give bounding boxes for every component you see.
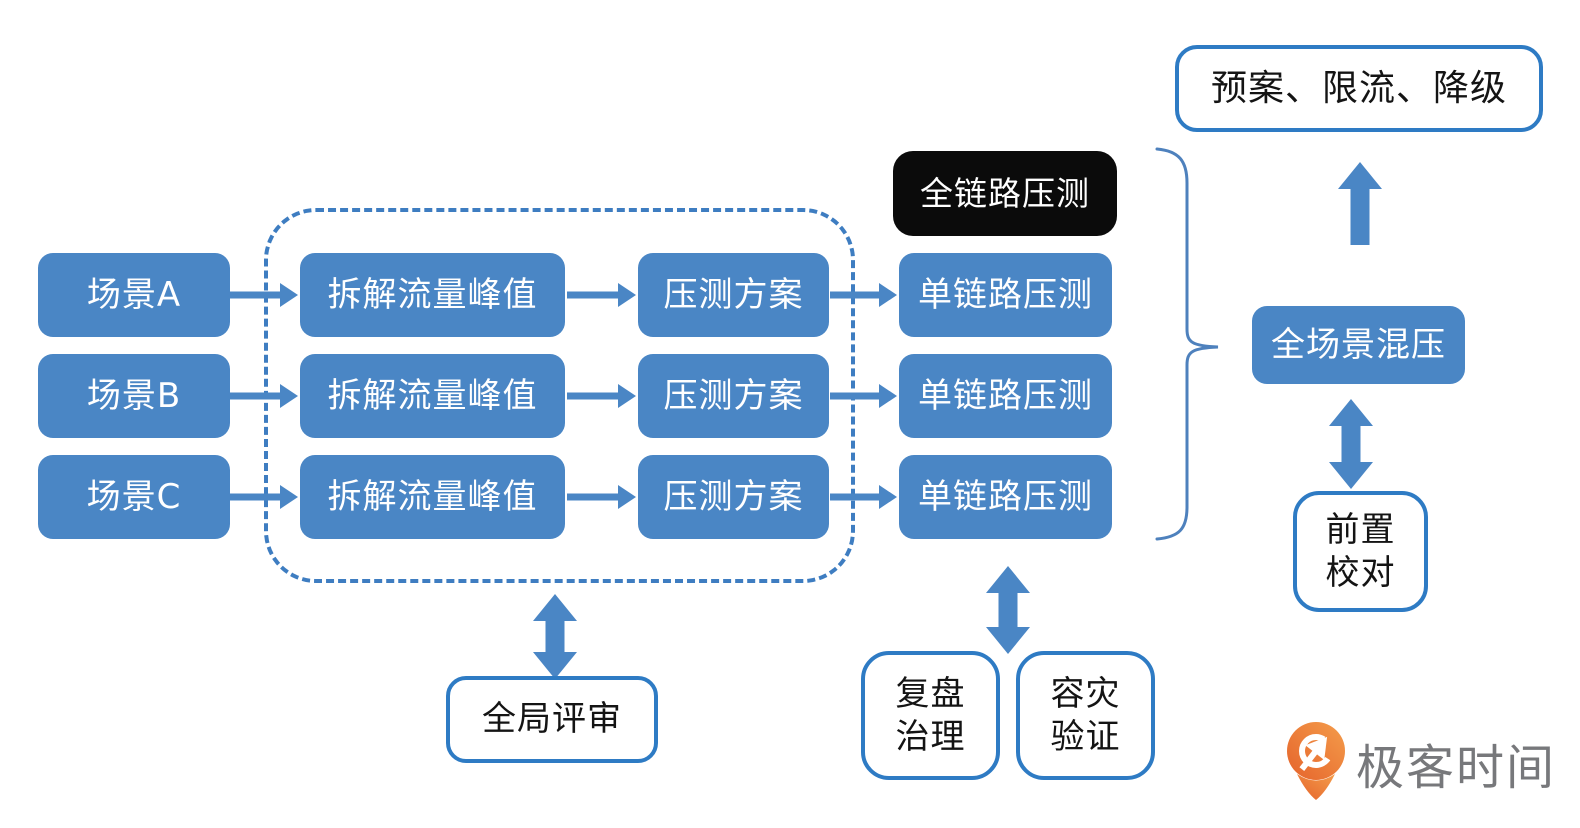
global-review-box: 全局评审 — [446, 676, 658, 763]
review-governance-line1: 复盘 — [895, 674, 966, 714]
full-link-test-box: 全链路压测 — [893, 151, 1117, 236]
geektime-logo-text: 极客时间 — [1356, 740, 1557, 796]
arrow-plan-to-single-link-1 — [830, 282, 897, 308]
scenario-c-box: 场景C — [38, 455, 230, 539]
scenario-b-box: 场景B — [38, 354, 230, 438]
right-brace — [1155, 147, 1219, 541]
arrow-plan-to-single-link-2 — [830, 383, 897, 409]
precheck-box: 前置 校对 — [1293, 491, 1428, 612]
scenario-a-box: 场景A — [38, 253, 230, 337]
geektime-logo: 极客时间 — [1286, 720, 1556, 806]
test-plan-box-2: 压测方案 — [638, 354, 829, 438]
arrow-single-link-review — [986, 566, 1030, 654]
review-governance-line2: 治理 — [895, 716, 966, 757]
geektime-logo-icon — [1287, 722, 1345, 800]
arrow-plan-to-single-link-3 — [830, 484, 897, 510]
decompose-peak-box-1: 拆解流量峰值 — [300, 253, 565, 337]
single-link-test-box-3: 单链路压测 — [899, 455, 1112, 539]
contingency-box: 预案、限流、降级 — [1175, 45, 1543, 132]
single-link-test-box-1: 单链路压测 — [899, 253, 1112, 337]
review-governance-box: 复盘 治理 — [861, 651, 1000, 780]
mixed-pressure-box: 全场景混压 — [1252, 306, 1465, 384]
precheck-line1: 前置 — [1325, 510, 1396, 550]
arrow-mixed-to-contingency — [1337, 162, 1383, 245]
test-plan-box-1: 压测方案 — [638, 253, 829, 337]
disaster-verification-line1: 容灾 — [1050, 674, 1121, 714]
arrow-decompose-to-plan-1 — [567, 282, 636, 308]
arrow-region-global-review — [533, 594, 577, 679]
arrow-decompose-to-plan-3 — [567, 484, 636, 510]
decompose-peak-box-2: 拆解流量峰值 — [300, 354, 565, 438]
disaster-verification-box: 容灾 验证 — [1016, 651, 1155, 780]
single-link-test-box-2: 单链路压测 — [899, 354, 1112, 438]
arrow-scenario-a-to-decompose — [230, 282, 298, 308]
test-plan-box-3: 压测方案 — [638, 455, 829, 539]
decompose-peak-box-3: 拆解流量峰值 — [300, 455, 565, 539]
arrow-decompose-to-plan-2 — [567, 383, 636, 409]
precheck-line2: 校对 — [1325, 552, 1396, 593]
arrow-scenario-c-to-decompose — [230, 484, 298, 510]
arrow-scenario-b-to-decompose — [230, 383, 298, 409]
disaster-verification-line2: 验证 — [1050, 716, 1121, 757]
arrow-mixed-precheck — [1329, 399, 1373, 489]
